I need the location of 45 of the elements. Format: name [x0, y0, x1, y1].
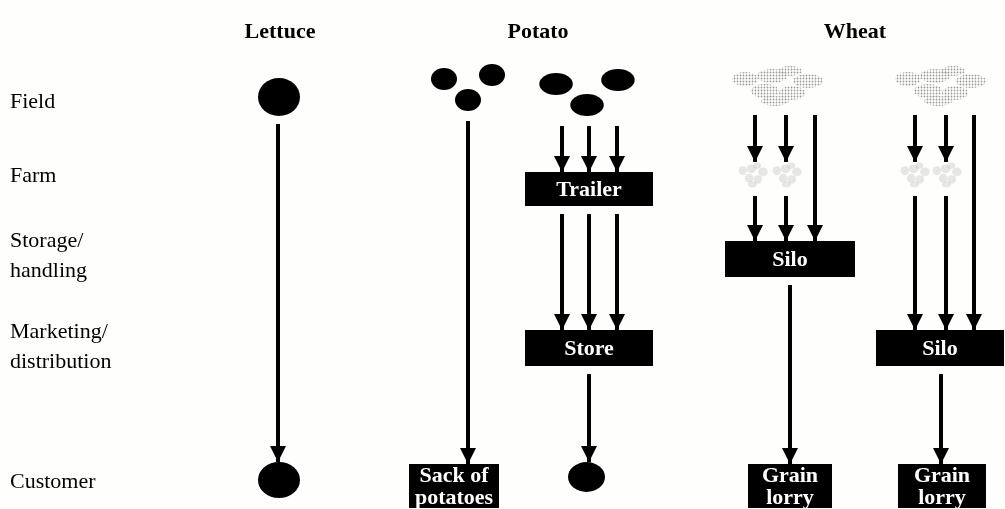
arrow [270, 124, 286, 462]
tuber-cluster-drawing [538, 68, 636, 118]
column-heading: Wheat [822, 17, 888, 45]
process-box: Silo [725, 241, 855, 277]
arrow [581, 214, 597, 330]
row-label: Storage/ handling [10, 226, 88, 284]
arrow [609, 126, 625, 172]
arrow [778, 115, 794, 162]
tuber-cluster-drawing [430, 63, 506, 113]
arrow [778, 196, 794, 241]
grain-cloud-drawing [900, 162, 932, 188]
process-box: Silo [876, 330, 1004, 366]
column-heading: Potato [506, 17, 570, 45]
process-box: Store [525, 330, 653, 366]
arrow [933, 374, 949, 464]
arrow [938, 196, 954, 330]
process-box: Trailer [525, 172, 653, 206]
arrow [966, 115, 982, 330]
arrow [609, 214, 625, 330]
row-label: Customer [10, 467, 97, 495]
process-box: Sack of potatoes [409, 464, 499, 508]
process-box: Grain lorry [898, 464, 986, 508]
arrow [554, 214, 570, 330]
row-label: Marketing/ distribution [10, 317, 113, 375]
arrow [554, 126, 570, 172]
arrow [907, 196, 923, 330]
arrow [581, 126, 597, 172]
column-heading: Lettuce [243, 17, 317, 45]
oval-shape [568, 462, 605, 492]
arrow [907, 115, 923, 162]
arrow [581, 374, 597, 462]
oval-shape [258, 462, 300, 498]
grain-cloud-drawing [932, 162, 964, 188]
oval-shape [258, 78, 300, 116]
arrow [782, 285, 798, 464]
row-label: Farm [10, 161, 58, 189]
row-label: Field [10, 87, 57, 115]
arrow [938, 115, 954, 162]
arrow [460, 121, 476, 464]
grain-cloud-drawing [738, 162, 770, 188]
process-box: Grain lorry [748, 464, 832, 508]
arrow [747, 196, 763, 241]
arrow [747, 115, 763, 162]
arrow [807, 115, 823, 241]
grain-cloud-drawing [772, 162, 804, 188]
